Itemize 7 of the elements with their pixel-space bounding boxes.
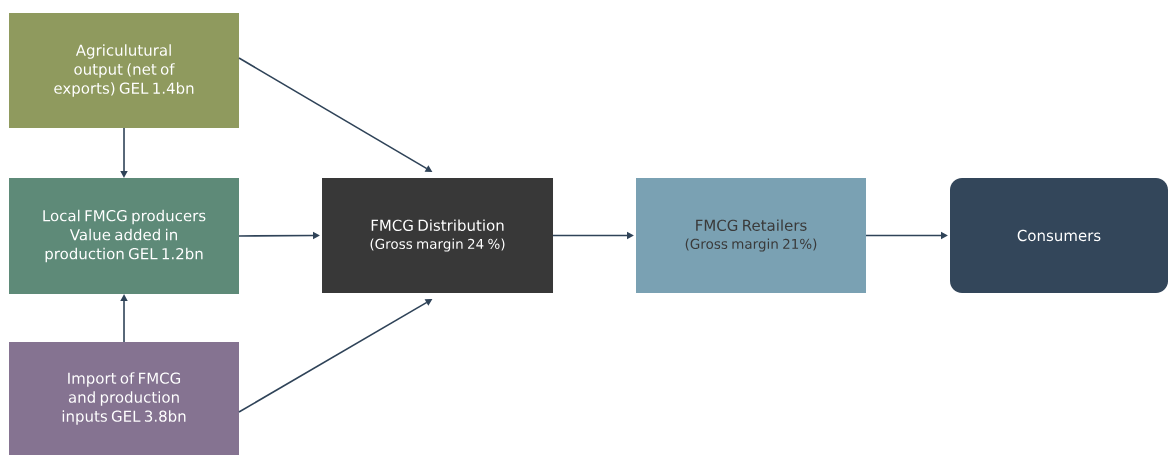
- process-box: Agriculutural output (net of exports) GEL 1.4bn: [9, 13, 239, 128]
- process-box: Consumers: [950, 178, 1168, 293]
- process-box: FMCG Distribution (Gross margin 24 %): [322, 178, 553, 293]
- process-box: Local FMCG producers Value added in production GEL 1.2bn: [9, 178, 239, 294]
- process-box: FMCG Retailers (Gross margin 21%): [636, 178, 866, 293]
- process-box: Import of FMCG and production inputs GEL 3.8bn: [9, 342, 239, 455]
- arrow: [120, 294, 128, 343]
